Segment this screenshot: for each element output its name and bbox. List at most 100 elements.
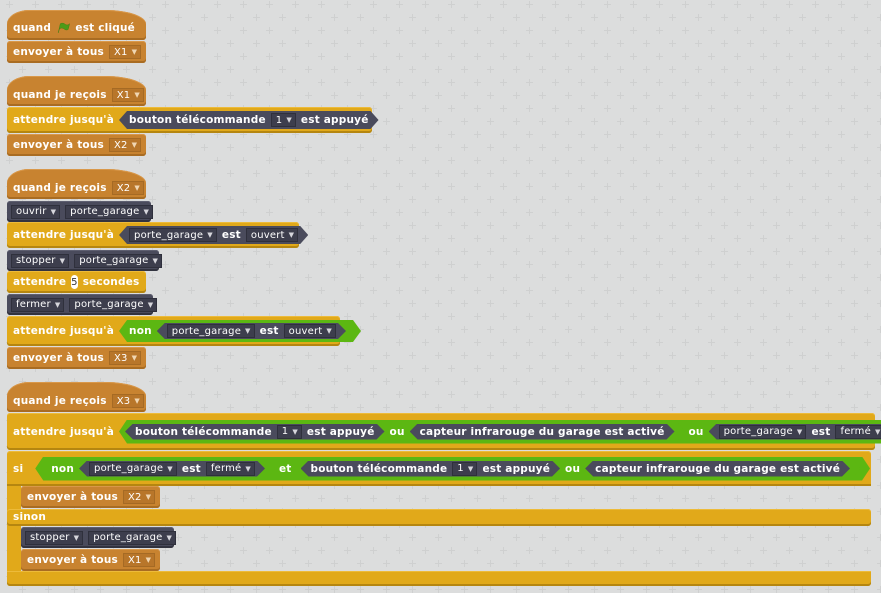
message-dropdown[interactable]: X2▼ xyxy=(122,490,156,504)
wait-until-block[interactable]: attendre jusqu'à bouton télécommande 1▼ … xyxy=(7,413,875,450)
motor-open-block[interactable]: ouvrir▼ porte_garage▼ xyxy=(7,201,154,222)
when-i-receive-hat[interactable]: quand je reçois X1▼ xyxy=(7,76,146,106)
grid-dot xyxy=(773,300,780,307)
motor-stop-block[interactable]: stopper▼ porte_garage▼ xyxy=(21,527,177,548)
wait-until-block[interactable]: attendre jusqu'à porte_garage▼ est ouver… xyxy=(7,222,299,248)
grid-dot xyxy=(851,144,858,151)
if-header[interactable]: si non porte_garage▼ est fermé▼ et bouto… xyxy=(7,451,871,486)
grid-dot xyxy=(188,183,195,190)
grid-dot xyxy=(149,378,156,385)
grid-dot xyxy=(877,378,881,385)
grid-dot xyxy=(838,235,845,242)
motor-target-dropdown[interactable]: porte_garage▼ xyxy=(88,530,177,545)
grid-dot xyxy=(526,391,533,398)
infrared-sensor-condition[interactable]: capteur infrarouge du garage est activé xyxy=(585,461,850,477)
motor-target-dropdown[interactable]: porte_garage▼ xyxy=(65,204,154,219)
grid-dot xyxy=(370,313,377,320)
broadcast-block[interactable]: envoyer à tous X1▼ xyxy=(7,41,146,63)
broadcast-block[interactable]: envoyer à tous X1▼ xyxy=(21,549,160,571)
message-dropdown[interactable]: X2▼ xyxy=(108,138,142,152)
state-dropdown[interactable]: ouvert▼ xyxy=(246,228,298,242)
grid-dot xyxy=(487,248,494,255)
grid-dot xyxy=(643,92,650,99)
button-number-dropdown[interactable]: 1▼ xyxy=(277,425,302,439)
state-dropdown[interactable]: ouvert▼ xyxy=(284,324,336,338)
door-dropdown[interactable]: porte_garage▼ xyxy=(719,425,807,439)
grid-dot xyxy=(539,92,546,99)
or-operator[interactable]: bouton télécommande 1▼ est appuyé ou cap… xyxy=(119,420,881,444)
motor-action-dropdown[interactable]: fermer▼ xyxy=(11,297,65,312)
grid-dot xyxy=(344,287,351,294)
remote-button-pressed-condition[interactable]: bouton télécommande 1▼ est appuyé xyxy=(119,111,379,129)
grid-dot xyxy=(162,209,169,216)
motor-action-dropdown[interactable]: ouvrir▼ xyxy=(11,204,61,219)
when-flag-clicked-hat[interactable]: quand est cliqué xyxy=(7,10,146,40)
door-dropdown[interactable]: porte_garage▼ xyxy=(129,228,217,242)
state-dropdown[interactable]: fermé▼ xyxy=(835,425,881,439)
grid-dot xyxy=(695,248,702,255)
grid-dot xyxy=(630,209,637,216)
grid-dot xyxy=(435,560,442,567)
grid-dot xyxy=(708,105,715,112)
door-state-condition[interactable]: porte_garage▼ est ouvert▼ xyxy=(119,226,308,244)
message-dropdown[interactable]: X1▼ xyxy=(122,553,156,567)
grid-dot xyxy=(487,144,494,151)
grid-dot xyxy=(669,352,676,359)
grid-dot xyxy=(279,248,286,255)
or-operator[interactable]: bouton télécommande 1▼ est appuyé ou cap… xyxy=(121,421,685,443)
seconds-input[interactable]: 5 xyxy=(71,275,78,289)
remote-button-pressed-condition[interactable]: bouton télécommande 1▼ est appuyé xyxy=(301,461,561,477)
motor-action-dropdown[interactable]: stopper▼ xyxy=(11,253,70,268)
condition-label: est appuyé xyxy=(306,425,375,438)
button-number-dropdown[interactable]: 1▼ xyxy=(271,113,296,127)
grid-dot xyxy=(565,560,572,567)
motor-target-dropdown[interactable]: porte_garage▼ xyxy=(74,253,163,268)
dropdown-arrow-icon: ▼ xyxy=(245,327,251,335)
infrared-sensor-condition[interactable]: capteur infrarouge du garage est activé xyxy=(410,424,675,440)
door-dropdown[interactable]: porte_garage▼ xyxy=(89,462,177,476)
grid-dot xyxy=(591,560,598,567)
button-number-dropdown[interactable]: 1▼ xyxy=(452,462,477,476)
grid-dot xyxy=(773,404,780,411)
grid-dot xyxy=(682,131,689,138)
message-dropdown[interactable]: X3▼ xyxy=(111,394,144,408)
broadcast-block[interactable]: envoyer à tous X3▼ xyxy=(7,347,146,369)
not-operator[interactable]: non porte_garage▼ est fermé▼ xyxy=(41,458,275,480)
grid-dot xyxy=(435,352,442,359)
message-dropdown[interactable]: X2▼ xyxy=(111,181,144,195)
grid-dot xyxy=(591,92,598,99)
and-operator[interactable]: non porte_garage▼ est fermé▼ et bouton t… xyxy=(35,457,870,481)
motor-target-dropdown[interactable]: porte_garage▼ xyxy=(69,297,158,312)
or-operator[interactable]: bouton télécommande 1▼ est appuyé ou cap… xyxy=(297,458,861,480)
grid-dot xyxy=(175,248,182,255)
when-i-receive-hat[interactable]: quand je reçois X3▼ xyxy=(7,382,146,412)
grid-dot xyxy=(396,261,403,268)
grid-dot xyxy=(747,404,754,411)
remote-button-pressed-condition[interactable]: bouton télécommande 1▼ est appuyé xyxy=(125,424,385,440)
grid-dot xyxy=(84,1,91,8)
state-dropdown[interactable]: fermé▼ xyxy=(206,462,255,476)
not-operator[interactable]: non porte_garage▼ est ouvert▼ xyxy=(119,320,361,342)
grid-dot xyxy=(799,92,806,99)
motor-action-dropdown[interactable]: stopper▼ xyxy=(25,530,84,545)
broadcast-block[interactable]: envoyer à tous X2▼ xyxy=(21,486,160,508)
wait-seconds-block[interactable]: attendre 5 secondes xyxy=(7,271,146,293)
grid-dot xyxy=(474,183,481,190)
door-dropdown[interactable]: porte_garage▼ xyxy=(167,324,255,338)
wait-until-block[interactable]: attendre jusqu'à bouton télécommande 1▼ … xyxy=(7,107,372,133)
grid-dot xyxy=(773,560,780,567)
wait-until-block[interactable]: attendre jusqu'à non porte_garage▼ est o… xyxy=(7,316,340,346)
broadcast-block[interactable]: envoyer à tous X2▼ xyxy=(7,134,146,156)
door-state-condition[interactable]: porte_garage▼ est ouvert▼ xyxy=(157,323,346,339)
door-state-condition[interactable]: porte_garage▼ est fermé▼ xyxy=(709,424,881,440)
door-state-condition[interactable]: porte_garage▼ est fermé▼ xyxy=(79,461,265,477)
motor-stop-block[interactable]: stopper▼ porte_garage▼ xyxy=(7,250,163,271)
grid-dot xyxy=(864,79,871,86)
message-dropdown[interactable]: X1▼ xyxy=(108,45,142,59)
grid-dot xyxy=(526,235,533,242)
message-dropdown[interactable]: X1▼ xyxy=(111,88,144,102)
grid-dot xyxy=(474,27,481,34)
when-i-receive-hat[interactable]: quand je reçois X2▼ xyxy=(7,169,146,199)
message-dropdown[interactable]: X3▼ xyxy=(108,351,142,365)
motor-close-block[interactable]: fermer▼ porte_garage▼ xyxy=(7,294,158,315)
